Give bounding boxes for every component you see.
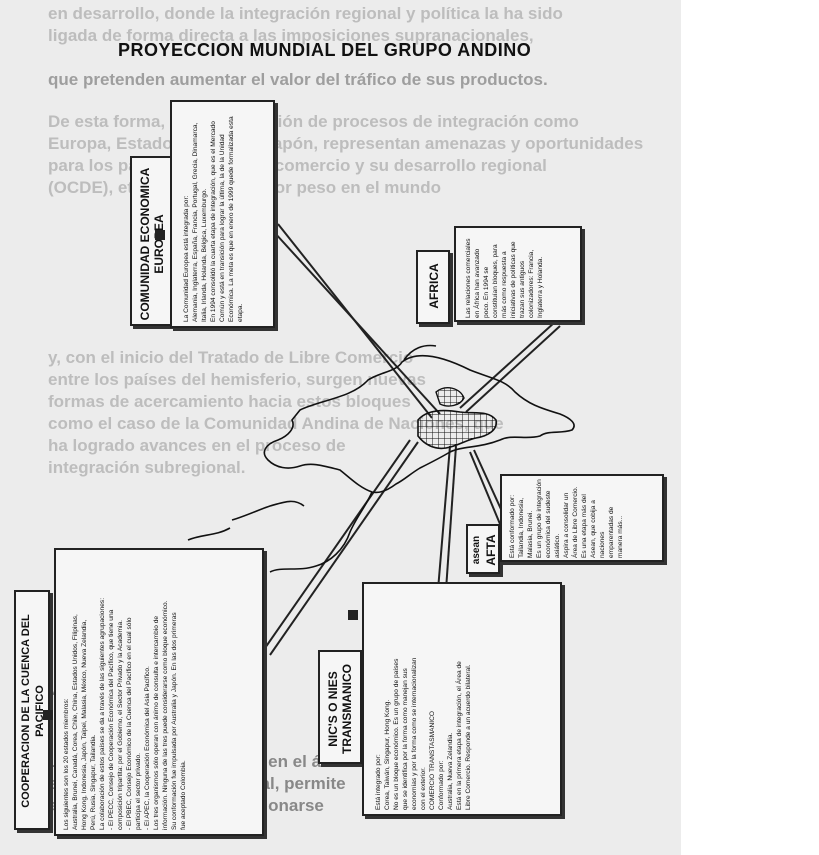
box-asean-text: Está conformado por: Tailandia, Indonesi… (509, 479, 624, 558)
label-nics-text: NIC'S O NIES TRANSMANICO (326, 664, 354, 754)
box-asean: Está conformado por: Tailandia, Indonesi… (500, 474, 664, 562)
label-asean-top: asean (471, 535, 482, 565)
label-cee-text: COMUNIDAD ECONOMICA EUROPEA (138, 167, 166, 321)
background-text-line: que pretenden aumentar el valor del tráf… (48, 70, 548, 89)
background-text-line: formas de acercamiento hacia estos bloqu… (48, 392, 411, 411)
label-cee: COMUNIDAD ECONOMICA EUROPEA (130, 156, 174, 326)
box-cee: La Comunidad Europea está integrada por:… (170, 100, 275, 328)
label-nics: NIC'S O NIES TRANSMANICO (318, 650, 362, 764)
diagram-canvas (187, 223, 575, 656)
andes-map-icon (187, 344, 575, 573)
bullet-square (43, 710, 53, 720)
andean-region (435, 387, 465, 407)
bullet-square (348, 610, 358, 620)
andean-region (417, 409, 498, 450)
background-text-line: y, con el inicio del Tratado de Libre Co… (48, 348, 414, 367)
box-nics-text: Está integrado por: Corea, Taiwán, Singa… (375, 657, 472, 810)
label-asean: asean AFTA (466, 524, 500, 574)
background-text-line: ha logrado avances en el proceso de (48, 436, 346, 455)
label-africa-text: AFRICA (427, 263, 441, 309)
box-nics: Está integrado por: Corea, Taiwán, Singa… (362, 582, 562, 816)
box-africa-text: Las relaciones comerciales en África han… (465, 238, 544, 318)
background-text-line: como el caso de la Comunidad Andina de N… (48, 414, 504, 433)
background-text-line: integración subregional. (48, 458, 246, 477)
box-pacifico: Los siguientes son los 20 estados miembr… (54, 548, 264, 836)
background-text-line: entre los países del hemisferio, surgen … (48, 370, 426, 389)
box-africa: Las relaciones comerciales en África han… (454, 226, 582, 322)
page-title: PROYECCION MUNDIAL DEL GRUPO ANDINO (118, 40, 532, 60)
label-asean-bottom: AFTA (484, 534, 498, 566)
background-text-line: en desarrollo, donde la integración regi… (48, 4, 563, 23)
box-cee-text: La Comunidad Europea está integrada por:… (183, 116, 244, 322)
box-pacifico-text: Los siguientes son los 20 estados miembr… (63, 597, 187, 830)
background-text-line: ligada de forma directa a las imposicion… (48, 26, 534, 45)
scanned-page: en desarrollo, donde la integración regi… (0, 0, 681, 855)
connector-line-icon (264, 223, 561, 656)
bullet-square (155, 230, 165, 240)
label-africa: AFRICA (416, 250, 450, 324)
